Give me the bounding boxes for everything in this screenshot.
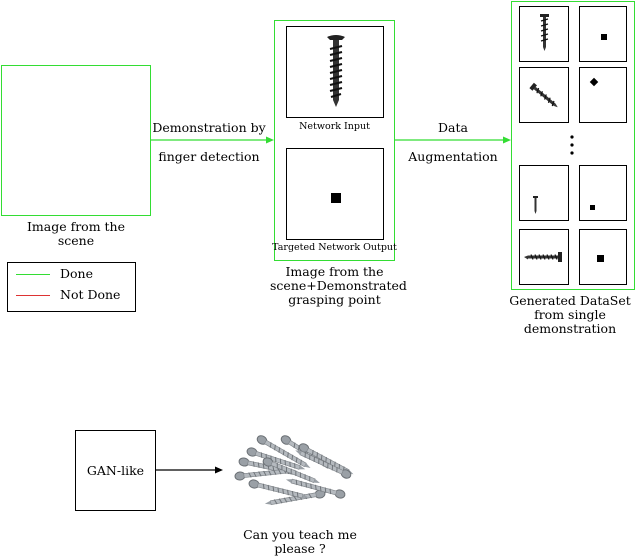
- targeted-output-panel: [286, 148, 384, 240]
- screw-small-vertical-icon: [540, 14, 549, 51]
- scene-caption-line-1: Image from the: [26, 219, 126, 234]
- dataset-target-3: [579, 165, 627, 221]
- legend: Done Not Done: [7, 262, 136, 312]
- scene-caption-line-2: scene: [57, 233, 95, 248]
- legend-done-swatch: [16, 274, 50, 275]
- dataset-caption: Generated DataSet from single demonstrat…: [503, 294, 637, 336]
- screw-tiny-vertical-icon: [533, 196, 538, 214]
- demonstration-caption: Image from the scene+Demonstrated graspi…: [270, 264, 407, 307]
- grasp-point-marker: [331, 193, 341, 203]
- screw-horizontal-icon: [524, 252, 562, 262]
- dataset-input-3: [519, 165, 569, 221]
- screws-caption-line-2: please ?: [274, 541, 326, 556]
- targeted-output-label: Targeted Network Output: [272, 242, 397, 253]
- dataset-caption-line-2: from single: [534, 307, 606, 322]
- dataset-input-4: [519, 229, 569, 285]
- augmentation-label-line-1: Data: [438, 120, 468, 135]
- dataset-target-1: [579, 6, 627, 62]
- legend-done-label: Done: [60, 266, 93, 281]
- demo-caption-line-1: Image from the: [285, 264, 384, 279]
- dataset-target-4: [579, 229, 627, 285]
- screws-caption: Can you teach me please ?: [230, 528, 370, 556]
- demonstration-label-line-2: finger detection: [158, 149, 260, 164]
- dataset-caption-line-1: Generated DataSet: [509, 293, 631, 308]
- demo-caption-line-2: scene+Demonstrated: [270, 278, 407, 293]
- dataset-target-2: [579, 67, 627, 123]
- scene-image-box: [1, 65, 151, 216]
- legend-not-done-swatch: [16, 295, 50, 296]
- screws-caption-line-1: Can you teach me: [243, 527, 357, 542]
- legend-not-done-label: Not Done: [60, 287, 121, 302]
- grasp-point-marker: [590, 205, 595, 210]
- scene-caption: Image from the scene: [1, 220, 151, 248]
- network-input-panel: [286, 26, 384, 118]
- augmentation-label-line-2: Augmentation: [408, 149, 498, 164]
- demo-caption-line-3: grasping point: [288, 292, 381, 307]
- screw-vertical-icon: [327, 35, 345, 107]
- dataset-caption-line-3: demonstration: [523, 321, 617, 336]
- dataset-input-2: [519, 67, 569, 123]
- demonstration-box: [274, 20, 395, 261]
- network-input-label: Network Input: [299, 121, 370, 132]
- generated-dataset-box: [511, 1, 635, 290]
- dataset-input-1: [519, 6, 569, 62]
- grasp-point-marker: [597, 255, 604, 262]
- gan-like-box: GAN-like: [75, 430, 156, 511]
- grasp-point-marker: [601, 34, 607, 40]
- screw-diagonal-icon: [529, 82, 558, 108]
- demonstration-label-line-1: Demonstration by: [152, 120, 266, 135]
- gan-like-label: GAN-like: [86, 463, 145, 478]
